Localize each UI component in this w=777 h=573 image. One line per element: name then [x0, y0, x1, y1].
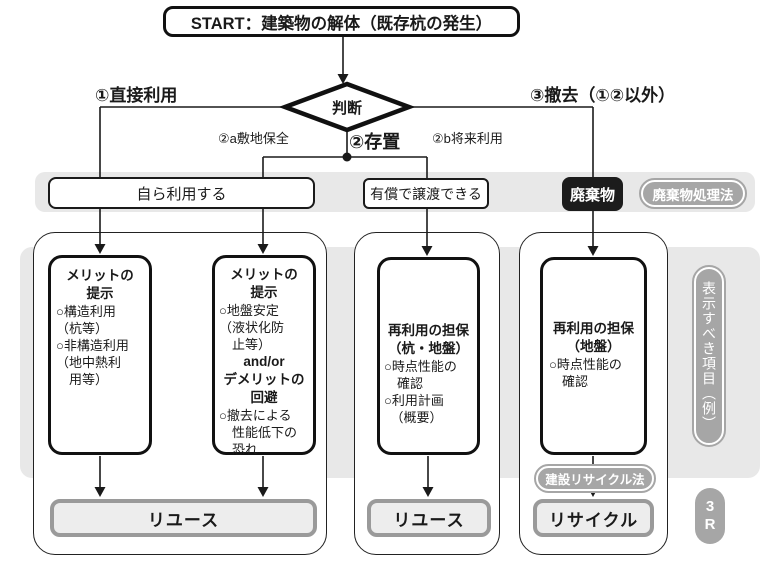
merit-demerit-box: メリットの 提示 ○地盤安定 （液状化防 止等） and/or デメリットの 回… — [212, 255, 316, 457]
branch-site-preservation-label: ②a敷地保全 — [218, 131, 289, 146]
waste-law-label: 廃棄物処理法 — [652, 187, 734, 203]
demerit-body: ○撤去による 性能低下の 恐れ — [219, 407, 298, 457]
display-items-pill: 表示すべき項目（例） — [692, 265, 726, 447]
reuse-guarantee-ground-body: ○時点性能の 確認 — [549, 356, 622, 389]
demerit-heading: デメリットの 回避 — [223, 371, 305, 405]
three-r-label: 3 R — [704, 498, 716, 533]
paid-transfer-box: 有償で譲渡できる — [363, 178, 489, 209]
recycle-law-pill: 建設リサイクル法 — [534, 464, 656, 493]
reuse-guarantee-ground-box: 再利用の担保 （地盤） ○時点性能の 確認 — [540, 257, 647, 455]
waste-law-pill: 廃棄物処理法 — [639, 178, 747, 209]
reuse-guarantee-pile-body: ○時点性能の 確認 ○利用計画 （概要） — [384, 358, 457, 426]
branch-future-use-label: ②b将来利用 — [432, 131, 503, 146]
reuse-guarantee-pile-box: 再利用の担保 （杭・地盤） ○時点性能の 確認 ○利用計画 （概要） — [377, 257, 480, 455]
merit-box-structural: メリットの 提示 ○構造利用 （杭等） ○非構造利用 （地中熱利 用等） — [48, 255, 152, 455]
reuse-guarantee-pile-heading: 再利用の担保 （杭・地盤） — [388, 323, 469, 356]
reuse-result-label-2: リユース — [393, 510, 465, 530]
start-label: START：建築物の解体（既存杭の発生） — [190, 14, 493, 33]
decision-label: 判断 — [307, 97, 387, 117]
andor-label: and/or — [243, 354, 285, 370]
branch-direct-use-label: ①直接利用 — [95, 86, 178, 105]
display-items-label: 表示すべき項目（例） — [701, 281, 717, 431]
start-node: START：建築物の解体（既存杭の発生） — [163, 6, 520, 37]
decision-label-text: 判断 — [331, 99, 362, 117]
reuse-result-box-2: リユース — [367, 499, 491, 537]
merit-heading: メリットの 提示 — [66, 268, 134, 301]
paid-transfer-label: 有償で譲渡できる — [370, 185, 482, 202]
reuse-guarantee-ground-heading: 再利用の担保 （地盤） — [553, 321, 634, 354]
recycle-law-label: 建設リサイクル法 — [545, 473, 645, 487]
reuse-result-label-1: リユース — [147, 510, 220, 530]
branch-leave-label: ②存置 — [349, 132, 401, 152]
decision-diamond — [278, 81, 416, 133]
reuse-result-box-1: リユース — [50, 499, 317, 537]
merit-heading-2: メリットの 提示 — [230, 267, 298, 300]
recycle-result-label: リサイクル — [548, 510, 639, 530]
merit-body: ○構造利用 （杭等） ○非構造利用 （地中熱利 用等） — [56, 303, 129, 388]
self-use-box: 自ら利用する — [48, 177, 315, 209]
waste-label: 廃棄物 — [569, 186, 615, 204]
recycle-result-box: リサイクル — [533, 499, 654, 537]
three-r-pill: 3 R — [695, 488, 725, 544]
self-use-label: 自ら利用する — [136, 185, 227, 203]
waste-box: 廃棄物 — [562, 177, 623, 211]
merit-body-2: ○地盤安定 （液状化防 止等） — [219, 302, 285, 352]
branch-removal-label: ③撤去（①②以外） — [530, 86, 676, 105]
